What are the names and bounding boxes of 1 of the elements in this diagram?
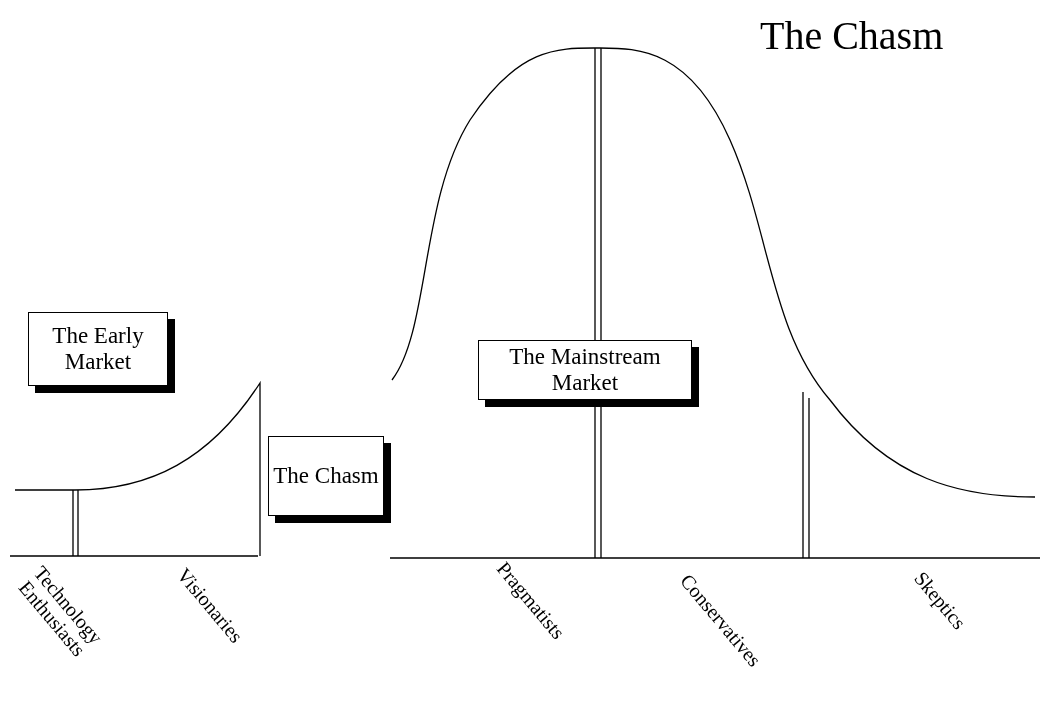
diagram-title: The Chasm (760, 12, 944, 59)
